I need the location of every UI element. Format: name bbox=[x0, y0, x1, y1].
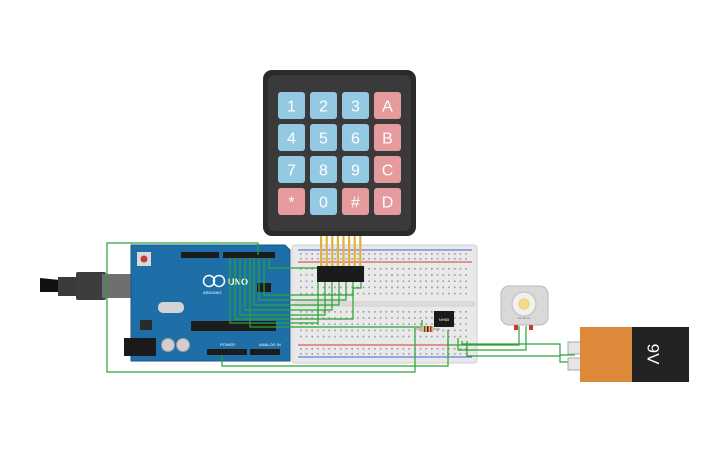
dc-power-jack bbox=[124, 338, 156, 356]
motor-label: DC Motor bbox=[518, 316, 531, 320]
arduino-logo bbox=[202, 274, 226, 288]
keypad-key-label: 5 bbox=[319, 131, 328, 148]
keypad-key-5[interactable]: 5 bbox=[310, 124, 337, 151]
analog-in-label: ANALOG IN bbox=[259, 342, 281, 347]
keypad-key-label: 8 bbox=[319, 163, 328, 180]
keypad-key-label: # bbox=[351, 195, 360, 212]
ribbon-wire bbox=[348, 233, 351, 268]
wire-motor-b[interactable] bbox=[457, 326, 527, 351]
usb-plug-end bbox=[40, 278, 60, 292]
crystal-oscillator bbox=[158, 302, 184, 313]
wire-ground-loop[interactable] bbox=[221, 330, 449, 367]
keypad-key-label: 3 bbox=[351, 99, 360, 116]
keypad-key-8[interactable]: 8 bbox=[310, 156, 337, 183]
keypad-key-label: 9 bbox=[351, 163, 360, 180]
wire-keypad-3[interactable] bbox=[258, 258, 347, 301]
keypad-key-label: D bbox=[382, 195, 394, 212]
analog-header bbox=[250, 349, 280, 355]
ribbon-wire bbox=[353, 233, 356, 268]
keypad-key-2[interactable]: 2 bbox=[310, 92, 337, 119]
resistor[interactable] bbox=[416, 326, 440, 332]
usb-cable bbox=[58, 277, 76, 296]
ribbon-wire bbox=[342, 233, 345, 268]
keypad-key-7[interactable]: 7 bbox=[278, 156, 305, 183]
dc-motor[interactable]: DC Motor bbox=[500, 285, 549, 330]
voltage-regulator bbox=[140, 320, 152, 330]
arduino-brand-label: ARDUINO bbox=[203, 290, 221, 295]
battery-terminal-neg bbox=[567, 357, 583, 371]
capacitor-1 bbox=[161, 338, 175, 352]
power-header bbox=[207, 349, 247, 355]
usb-connector bbox=[76, 272, 106, 300]
ribbon-wire bbox=[331, 233, 334, 268]
driver-chip[interactable] bbox=[434, 311, 454, 327]
wire-keypad-7[interactable] bbox=[234, 258, 362, 320]
keypad-key-0[interactable]: 0 bbox=[310, 188, 337, 215]
battery-9v[interactable]: 9V bbox=[567, 327, 689, 382]
keypad-key-label: 6 bbox=[351, 131, 360, 148]
keypad-key-3[interactable]: 3 bbox=[342, 92, 369, 119]
keypad-key-D[interactable]: D bbox=[374, 188, 401, 215]
arduino-uno-board[interactable]: UNO ARDUINO POWER ANALOG IN bbox=[40, 244, 291, 362]
reset-button-cap[interactable] bbox=[140, 255, 148, 263]
battery-label: 9V bbox=[644, 344, 663, 365]
battery-terminal-pos bbox=[567, 341, 583, 355]
motor-shaft bbox=[518, 298, 530, 310]
atmega-chip bbox=[191, 321, 276, 331]
wire-battery-neg[interactable] bbox=[466, 341, 575, 363]
keypad-key-star[interactable]: * bbox=[278, 188, 305, 215]
wire-keypad-6[interactable] bbox=[239, 258, 326, 316]
ribbon-wire bbox=[359, 233, 362, 268]
wire-motor-a[interactable] bbox=[447, 326, 520, 346]
keypad-key-label: 4 bbox=[287, 131, 296, 148]
keypad-key-label: A bbox=[382, 99, 393, 116]
keypad-key-B[interactable]: B bbox=[374, 124, 401, 151]
ribbon-wire bbox=[325, 233, 328, 268]
ribbon-wire bbox=[336, 233, 339, 268]
keypad-4x4[interactable]: 1 2 3 A 4 5 6 B 7 8 9 C * 0 # D bbox=[263, 70, 416, 282]
keypad-key-1[interactable]: 1 bbox=[278, 92, 305, 119]
digital-header-left bbox=[181, 252, 219, 258]
keypad-key-A[interactable]: A bbox=[374, 92, 401, 119]
driver-chip-label: NH65 bbox=[439, 317, 450, 322]
ribbon-wire bbox=[320, 233, 323, 268]
wire-driver-signal[interactable] bbox=[249, 258, 423, 328]
keypad-key-9[interactable]: 9 bbox=[342, 156, 369, 183]
keypad-key-label: 1 bbox=[287, 99, 296, 116]
keypad-key-label: B bbox=[382, 131, 393, 148]
keypad-connector bbox=[317, 266, 364, 282]
capacitor-2 bbox=[176, 338, 190, 352]
keypad-key-label: 7 bbox=[287, 163, 296, 180]
wire-keypad-5[interactable] bbox=[244, 258, 333, 311]
keypad-key-label: 0 bbox=[319, 195, 328, 212]
wire-outer-loop[interactable] bbox=[106, 242, 416, 373]
battery-cap bbox=[632, 327, 689, 382]
keypad-key-hash[interactable]: # bbox=[342, 188, 369, 215]
keypad-key-C[interactable]: C bbox=[374, 156, 401, 183]
wire-keypad-4[interactable] bbox=[253, 258, 340, 306]
wire-battery-pos[interactable] bbox=[461, 341, 575, 356]
motor-driver[interactable]: NH65 bbox=[434, 311, 454, 327]
keypad-key-6[interactable]: 6 bbox=[342, 124, 369, 151]
wires bbox=[106, 242, 575, 373]
digital-header-right bbox=[223, 252, 275, 258]
keypad-keys: 1 2 3 A 4 5 6 B 7 8 9 C * 0 # D bbox=[278, 92, 401, 215]
keypad-key-label: * bbox=[288, 195, 294, 212]
wire-keypad-8[interactable] bbox=[229, 258, 319, 324]
arduino-model-label: UNO bbox=[228, 277, 248, 287]
keypad-key-label: C bbox=[382, 163, 394, 180]
keypad-key-4[interactable]: 4 bbox=[278, 124, 305, 151]
power-label: POWER bbox=[220, 342, 235, 347]
keypad-key-label: 2 bbox=[319, 99, 328, 116]
keypad-ribbon-cable bbox=[320, 233, 362, 268]
